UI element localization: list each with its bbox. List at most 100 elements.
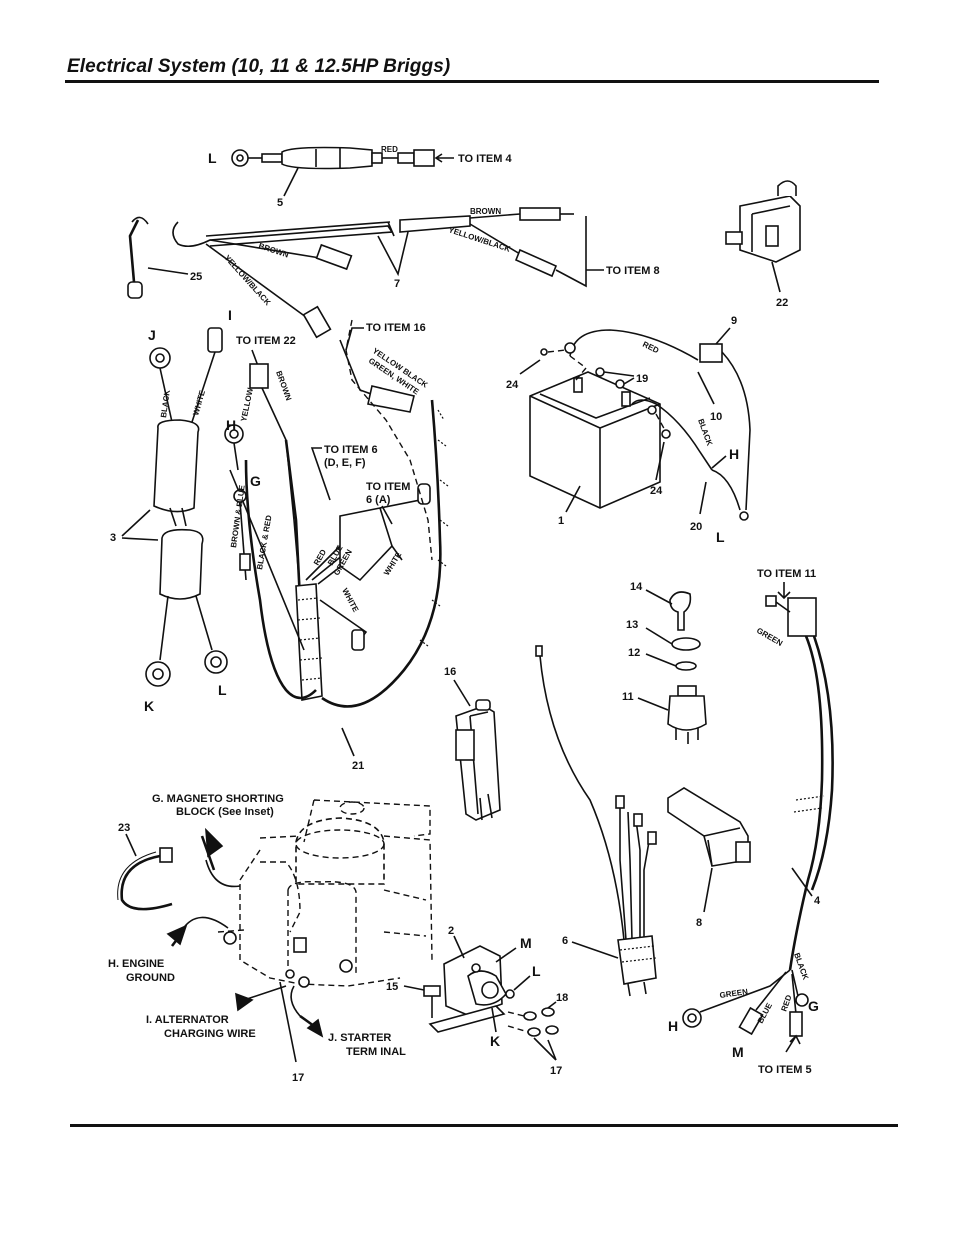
footer-rule (70, 1124, 898, 1127)
wire-red-6: RED (312, 548, 328, 567)
wire-black-red: BLACK & RED (255, 514, 273, 570)
wire-brown-blue: BROWN & BLUE (229, 484, 247, 548)
callout-8: 8 (696, 917, 702, 929)
callout-7: 7 (394, 278, 400, 290)
callout-13: 13 (626, 619, 638, 631)
fuse-holder-item-5 (231, 146, 454, 170)
wire-yellow-22: YELLOW (239, 387, 255, 423)
letter-m-solenoid: M (520, 935, 532, 951)
letter-g-4: G (808, 998, 819, 1014)
header-rule (65, 80, 879, 83)
note-to-item-16: TO ITEM 16 (366, 322, 426, 334)
note-to-item-11: TO ITEM 11 (757, 568, 816, 580)
wire-red-battery: RED (641, 340, 660, 356)
wire-black-4: BLACK (792, 952, 810, 982)
engine-label-g-line2: BLOCK (See Inset) (176, 806, 274, 818)
callout-24-top: 24 (506, 379, 519, 391)
letter-l-solenoid: L (532, 963, 541, 979)
callout-22: 22 (776, 297, 788, 309)
wire-red-label: RED (381, 145, 398, 154)
callout-23: 23 (118, 822, 130, 834)
engine-label-g-line1: G. MAGNETO SHORTING (152, 793, 284, 805)
wire-white-j: WHITE (191, 389, 207, 417)
engine-label-j-line2: TERM INAL (346, 1046, 406, 1058)
engine-label-i-line2: CHARGING WIRE (164, 1028, 256, 1040)
solenoid-item-2 (428, 945, 515, 1033)
harness-item-6 (535, 645, 657, 997)
callout-20: 20 (690, 521, 702, 533)
bolt-item-15 (423, 985, 441, 1018)
callout-17-right: 17 (550, 1065, 562, 1077)
letter-l: L (208, 150, 217, 166)
callout-1: 1 (558, 515, 564, 527)
cable-item-10 (564, 329, 751, 521)
ground-strap-item-25 (127, 216, 149, 299)
callout-11: 11 (622, 691, 634, 703)
note-to-item-6-def: TO ITEM 6 (324, 444, 378, 456)
switch-item-16 (455, 699, 501, 821)
callout-3: 3 (110, 532, 116, 544)
callout-16: 16 (444, 666, 456, 678)
engine-label-i-line1: I. ALTERNATOR (146, 1014, 229, 1026)
callout-24-bottom: 24 (650, 485, 663, 497)
note-to-item-8: TO ITEM 8 (606, 265, 660, 277)
letter-g: G (250, 473, 261, 489)
letter-h-4: H (668, 1018, 678, 1034)
main-harness-item-21: TO ITEM 22 (224, 319, 449, 708)
wire-yellow-black-left: YELLOW/BLACK (223, 253, 273, 307)
callout-6: 6 (562, 935, 568, 947)
wire-green-4: GREEN (719, 987, 749, 1000)
callout-25: 25 (190, 271, 202, 283)
callout-5: 5 (277, 197, 283, 209)
engine-label-j-line1: J. STARTER (328, 1032, 391, 1044)
wire-black-j: BLACK (159, 389, 172, 418)
callout-19: 19 (636, 373, 648, 385)
letter-k: K (144, 698, 154, 714)
note-to-item-6-a: TO ITEM (366, 481, 410, 493)
callout-12: 12 (628, 647, 640, 659)
letter-i: I (228, 307, 232, 323)
callout-14: 14 (630, 581, 643, 593)
harness-item-7 (172, 207, 587, 339)
note-to-item-6-def-sub: (D, E, F) (324, 457, 366, 469)
letter-j: J (148, 327, 156, 343)
callout-21: 21 (352, 760, 364, 772)
harness-item-4: TO ITEM 11 (682, 568, 834, 1037)
cable-item-20 (631, 399, 741, 511)
letter-l-battery: L (716, 529, 725, 545)
wire-red-4: RED (779, 994, 793, 1013)
nuts-items-17-18 (507, 1007, 559, 1037)
wire-brown-right: BROWN (470, 207, 501, 216)
callout-17-left: 17 (292, 1072, 304, 1084)
callout-9: 9 (731, 315, 737, 327)
letter-h: H (226, 417, 236, 433)
letter-m-4: M (732, 1044, 744, 1060)
callout-18: 18 (556, 992, 568, 1004)
battery-item-1 (529, 371, 661, 509)
letter-h-battery: H (729, 446, 739, 462)
page-title: Electrical System (10, 11 & 12.5HP Brigg… (67, 56, 451, 77)
note-to-item-6-a-sub: 6 (A) (366, 494, 391, 506)
note-to-item-5: TO ITEM 5 (758, 1064, 812, 1076)
ignition-switch (667, 591, 707, 744)
wire-brown-22: BROWN (274, 370, 293, 403)
engine-inset (166, 799, 433, 1063)
engine-label-h-line1: H. ENGINE (108, 958, 164, 970)
letter-k-solenoid: K (490, 1033, 500, 1049)
wire-brown-left: BROWN (257, 241, 290, 259)
engine-label-h-line2: GROUND (126, 972, 175, 984)
note-to-item-4: TO ITEM 4 (458, 153, 512, 165)
wire-green-4-top: GREEN (755, 626, 784, 648)
callout-10: 10 (710, 411, 722, 423)
wire-white-6b: WHITE (340, 587, 360, 615)
cable-item-3 (145, 327, 228, 687)
wire-item-23 (117, 847, 173, 911)
bracket-item-8 (667, 787, 751, 867)
note-to-item-22: TO ITEM 22 (236, 335, 296, 347)
callout-2: 2 (448, 925, 454, 937)
letter-l-bottom: L (218, 682, 227, 698)
callout-4: 4 (814, 895, 821, 907)
callout-15: 15 (386, 981, 398, 993)
switch-item-22 (725, 180, 801, 263)
